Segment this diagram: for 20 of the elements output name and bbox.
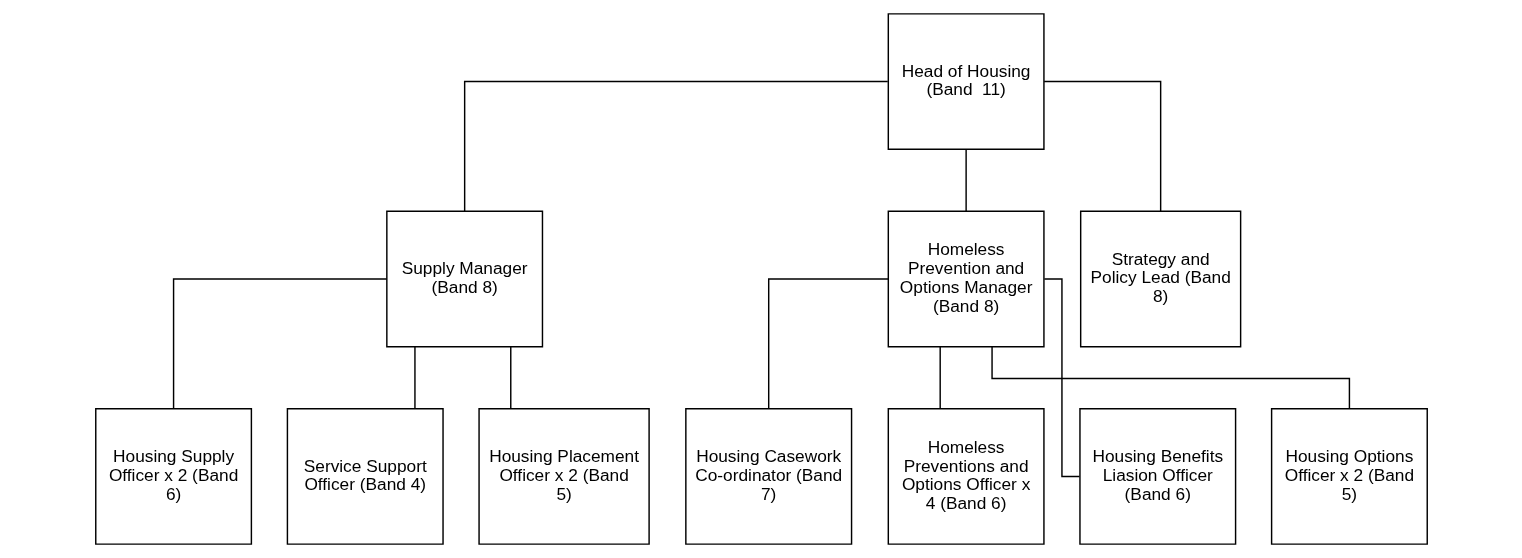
node-box: Homeless Preventions and Options Officer x 4 (Band 6) [887,407,1045,545]
node-box: Housing Placement Officer x 2 (Band 5) [477,407,650,545]
node-box: Head of Housing (Band 11) [887,13,1045,151]
node-box: Service Support Officer (Band 4) [286,407,444,545]
connector [509,346,511,410]
node-box: Supply Manager (Band 8) [385,210,543,348]
connector [767,278,889,410]
connector [964,148,967,212]
connector [463,80,888,212]
connector [990,346,1350,410]
node-box: Homeless Prevention and Options Manager (Band 8) [887,210,1045,348]
node-box: Housing Benefits Liasion Officer (Band 6) [1078,407,1236,545]
connector [938,346,941,410]
node-box: Housing Options Officer x 2 (Band 5) [1270,407,1428,545]
node-box: Housing Supply Officer x 2 (Band 6) [94,407,252,545]
node-box: Strategy and Policy Lead (Band 8) [1079,210,1241,348]
node-box: Housing Casework Co-ordinator (Band 7) [684,407,852,545]
connector [413,346,416,410]
connector [172,278,387,410]
connector [1042,80,1161,212]
